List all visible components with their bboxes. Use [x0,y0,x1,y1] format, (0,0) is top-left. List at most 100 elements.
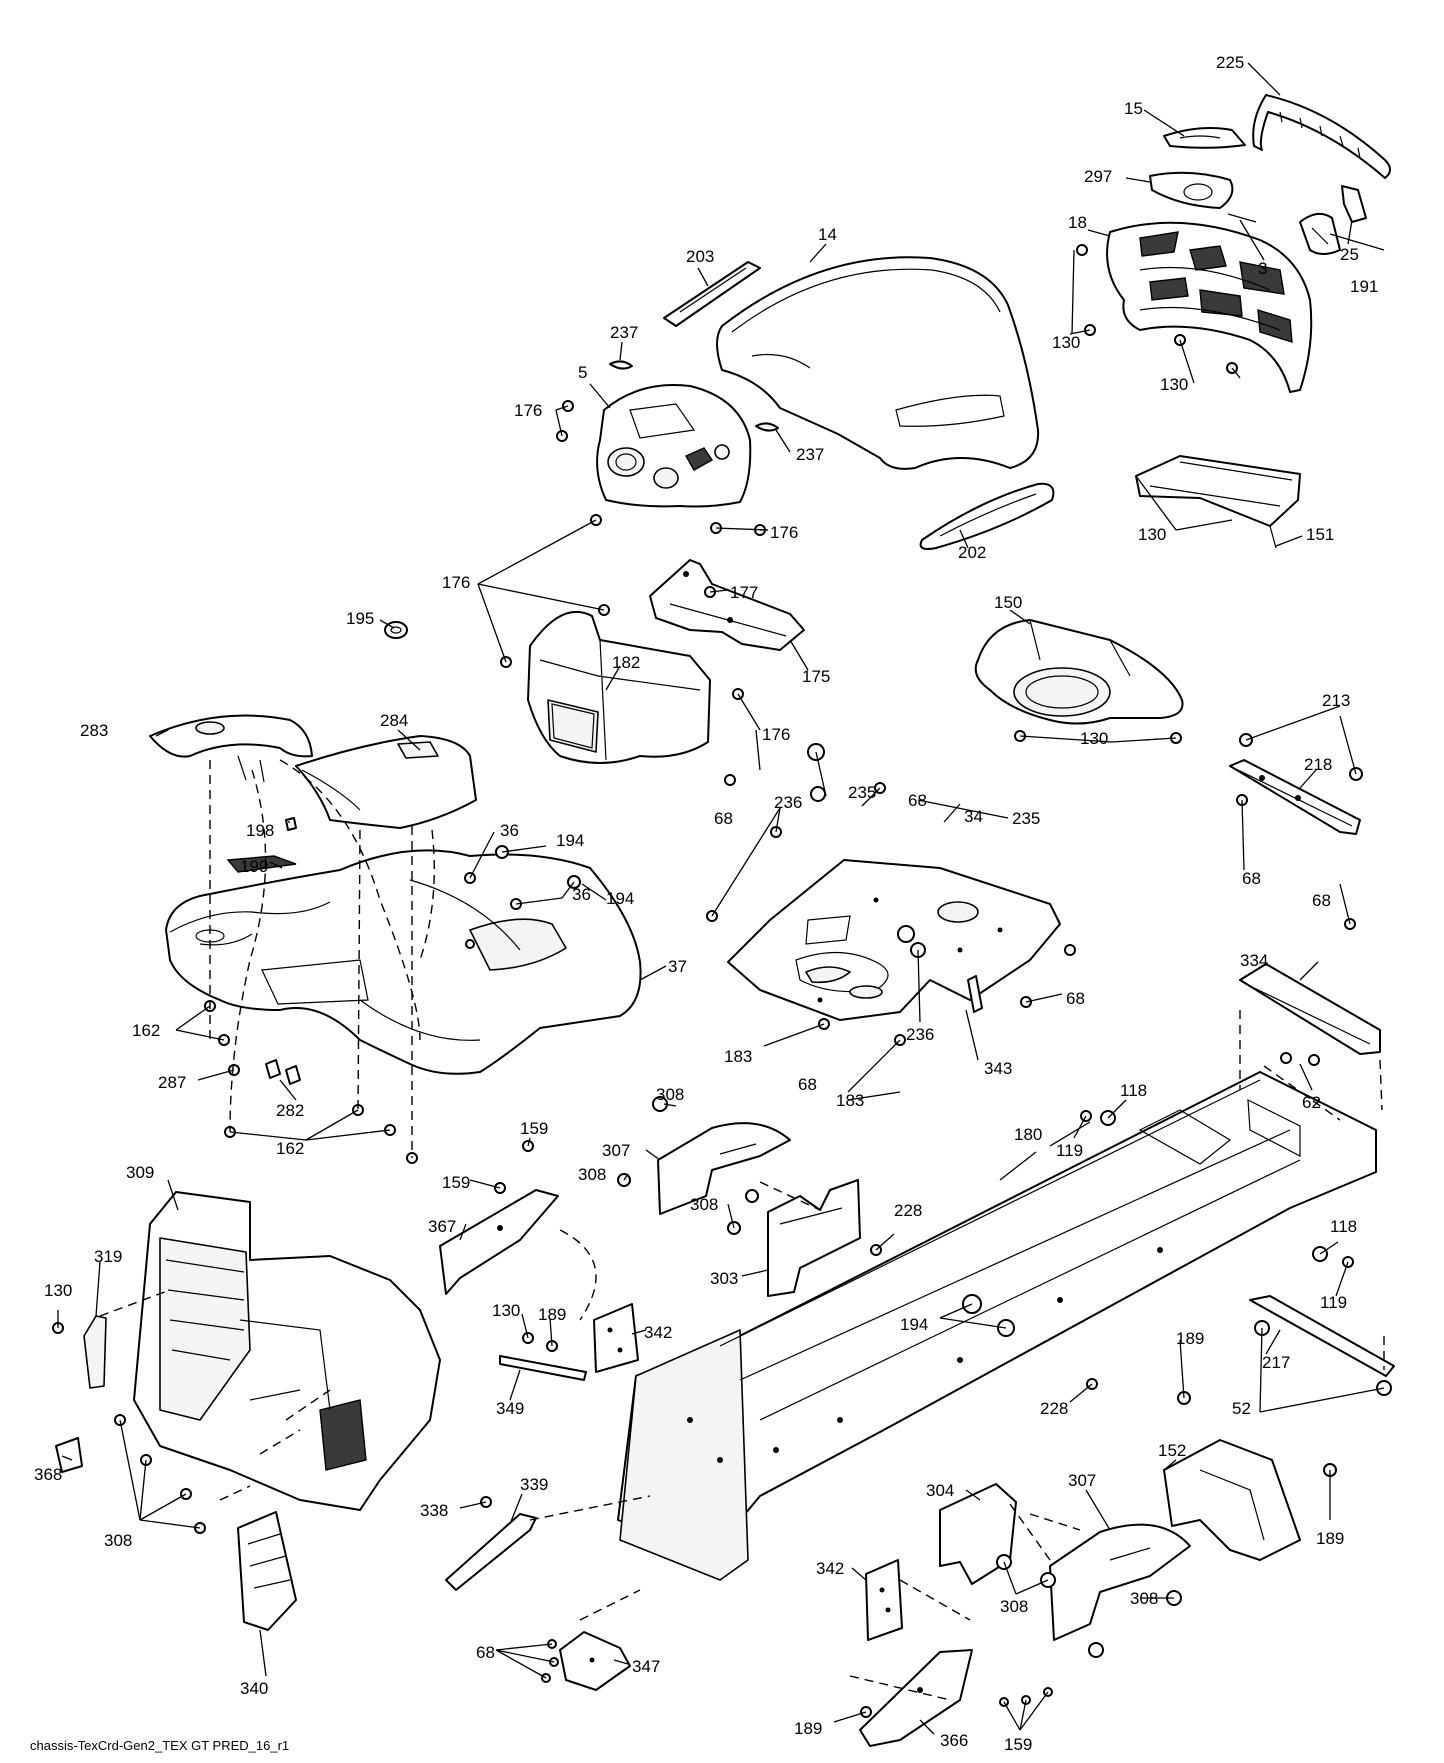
callout-177: 177 [730,583,758,602]
callout-130a: 130 [1052,333,1080,352]
part-150-cowl [974,619,1184,725]
callout-237b: 237 [796,445,824,464]
callout-118a: 118 [1120,1081,1147,1100]
callout-119b: 119 [1320,1293,1347,1312]
callout-308f: 308 [1130,1589,1158,1608]
part-151-bracket [1135,455,1301,549]
callout-307b: 307 [1068,1471,1096,1490]
callout-308b: 308 [578,1165,606,1184]
callout-194b: 194 [606,889,634,908]
callout-37: 37 [668,957,687,976]
callout-349: 349 [496,1399,524,1418]
callout-189a: 189 [538,1305,566,1324]
part-237a-clip [609,360,633,370]
callout-225: 225 [1216,53,1244,72]
callout-309: 309 [126,1163,154,1182]
callout-175: 175 [802,667,830,686]
callout-34: 34 [964,807,983,826]
part-366-plate [859,1649,973,1747]
callout-235a: 235 [848,783,876,802]
callout-15: 15 [1124,99,1143,118]
callout-130e: 130 [44,1281,72,1300]
callout-151: 151 [1306,525,1334,544]
callout-319: 319 [94,1247,122,1266]
callout-150: 150 [994,593,1022,612]
callout-307a: 307 [602,1141,630,1160]
callout-162b: 162 [276,1139,304,1158]
callout-202: 202 [958,543,986,562]
callout-308c: 308 [690,1195,718,1214]
callout-130d: 130 [1080,729,1108,748]
callout-236a: 236 [774,793,802,812]
callout-68f: 68 [798,1075,817,1094]
part-34-plate [727,859,1061,1021]
callout-203: 203 [686,247,714,266]
part-307a-shield [657,1122,791,1215]
part-283-fender-cap [149,714,313,783]
callout-303: 303 [710,1269,738,1288]
callout-297: 297 [1084,167,1112,186]
callout-52: 52 [1232,1399,1251,1418]
callout-217: 217 [1262,1353,1290,1372]
callout-304: 304 [926,1481,954,1500]
callout-366: 366 [940,1731,968,1750]
callout-347: 347 [632,1657,660,1676]
callout-199: 199 [240,857,268,876]
callout-130c: 130 [1138,525,1166,544]
callout-213: 213 [1322,691,1350,710]
part-152-shield [1163,1439,1301,1561]
part-5-dash [596,384,752,508]
callout-342b: 342 [816,1559,844,1578]
callout-130b: 130 [1160,375,1188,394]
callout-189b: 189 [1176,1329,1204,1348]
callout-118b: 118 [1330,1217,1357,1236]
callout-340: 340 [240,1679,268,1698]
assembly-dashed-lines [99,759,1385,1701]
callout-176c: 176 [442,573,470,592]
callout-308a: 308 [656,1085,684,1104]
part-319-reflector [83,1315,107,1389]
callout-284: 284 [380,711,408,730]
callout-159c: 159 [1004,1735,1032,1754]
part-309-grille-frame [133,1191,441,1511]
part-199-plate [226,855,297,873]
callout-14: 14 [818,225,837,244]
part-203-strip [663,261,761,327]
part-339-lever [445,1513,537,1591]
part-367-plate [439,1189,559,1295]
part-282-clips [265,1059,301,1085]
callout-176b: 176 [770,523,798,542]
part-202-handle [919,482,1055,550]
callout-237a: 237 [610,323,638,342]
callout-3: 3 [1258,259,1267,278]
callout-68e: 68 [1066,989,1085,1008]
callout-36a: 36 [500,821,519,840]
callout-198: 198 [246,821,274,840]
part-218-bracket [1229,759,1361,835]
callout-36b: 36 [572,885,591,904]
part-217-tie-rod [1249,1295,1395,1377]
callout-176d: 176 [762,725,790,744]
callout-189c: 189 [1316,1529,1344,1548]
callout-159a: 159 [520,1119,548,1138]
part-225-trim [1252,94,1391,179]
callout-159b: 159 [442,1173,470,1192]
callout-218: 218 [1304,755,1332,774]
callout-152: 152 [1158,1441,1186,1460]
part-349-rod [499,1355,587,1381]
callout-183a: 183 [724,1047,752,1066]
callout-130f: 130 [492,1301,520,1320]
part-25-bracket [1341,185,1367,223]
callout-342a: 342 [644,1323,672,1342]
callout-308d: 308 [104,1531,132,1550]
part-334-bracket [1239,963,1381,1055]
callout-228b: 228 [1040,1399,1068,1418]
callout-5: 5 [578,363,587,382]
part-15-badge [1163,127,1246,149]
part-368-pad [55,1437,83,1473]
callout-283: 283 [80,721,108,740]
part-175-bracket [649,559,805,651]
callout-368: 368 [34,1465,62,1484]
part-198-clip [285,817,297,831]
part-303-bracket [767,1179,861,1297]
